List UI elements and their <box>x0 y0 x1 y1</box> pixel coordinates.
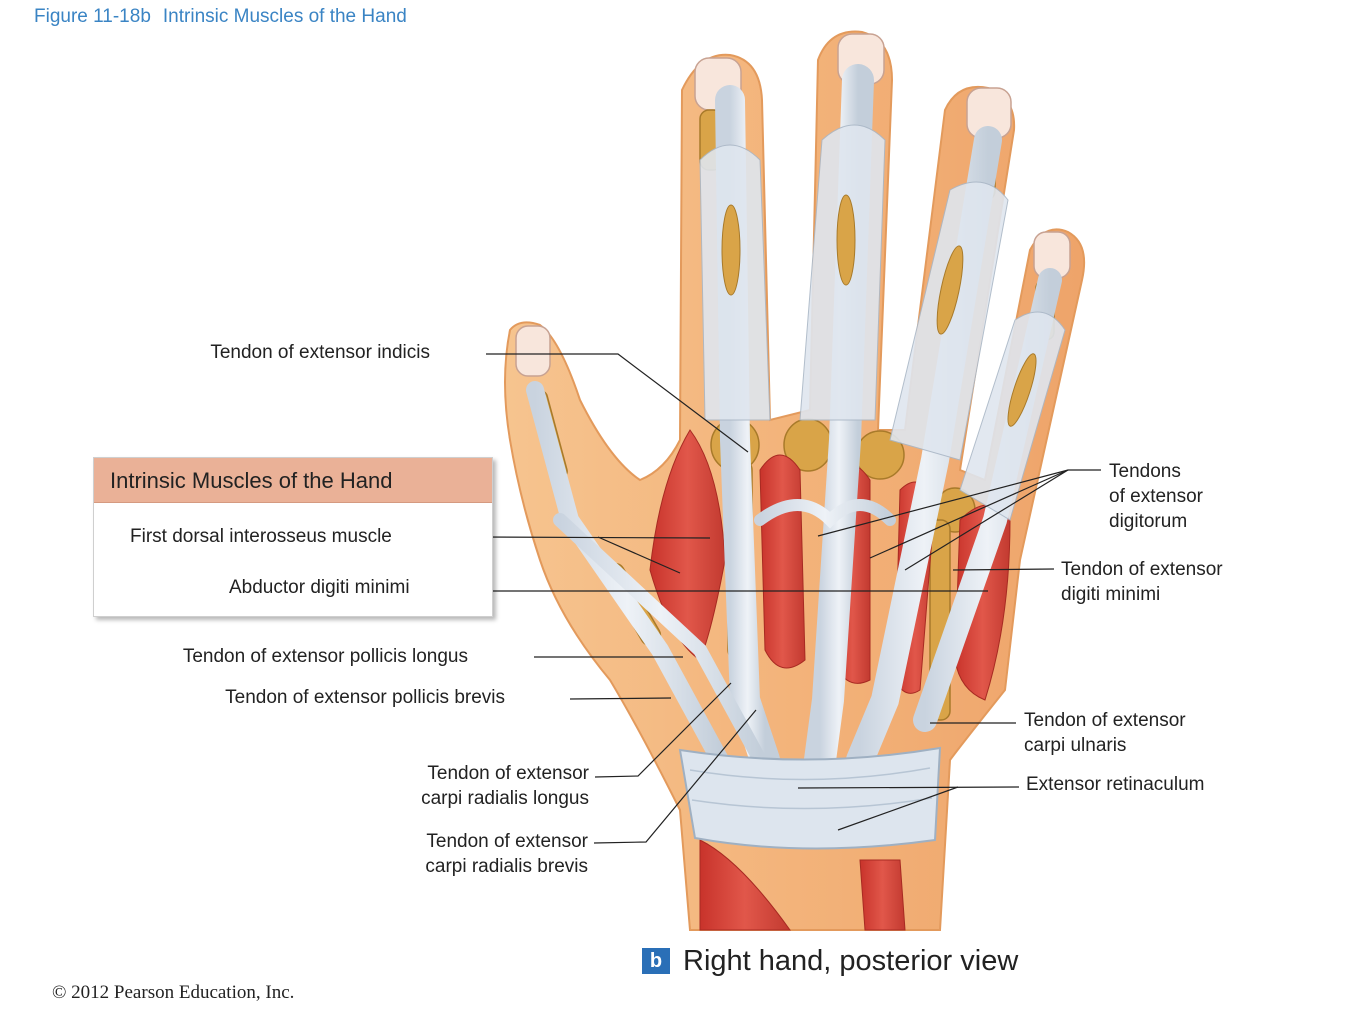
label-tendon-carpi-radialis-longus: Tendon of extensor carpi radialis longus <box>360 761 589 811</box>
extensor-retinaculum-band <box>678 746 942 850</box>
label-first-dorsal-interosseus: First dorsal interosseus muscle <box>130 526 392 547</box>
label-line: Tendon of extensor <box>1061 559 1223 580</box>
label-line: carpi radialis brevis <box>425 856 588 877</box>
leader-lines <box>480 353 1101 844</box>
panel-badge: b <box>642 948 670 974</box>
label-tendon-extensor-pollicis-longus: Tendon of extensor pollicis longus <box>182 646 468 667</box>
figure-title-text: Intrinsic Muscles of the Hand <box>162 6 407 27</box>
figure-caption: b Right hand, posterior view <box>642 944 1018 978</box>
tendon-hood-openings <box>721 194 1037 427</box>
label-line: Tendon of extensor <box>1024 710 1186 731</box>
intrinsic-muscles-box: Intrinsic Muscles of the Hand First dors… <box>93 457 493 617</box>
label-line: Tendon of extensor <box>427 763 589 784</box>
figure-number: Figure 11-18b <box>34 6 151 27</box>
label-line: carpi radialis longus <box>421 788 589 809</box>
label-line: Tendon of extensor <box>426 831 588 852</box>
label-tendon-extensor-carpi-ulnaris: Tendon of extensor carpi ulnaris <box>1024 708 1186 758</box>
box-title: Intrinsic Muscles of the Hand <box>94 458 492 503</box>
label-line: carpi ulnaris <box>1024 735 1127 756</box>
label-line: digiti minimi <box>1061 584 1161 605</box>
label-extensor-retinaculum: Extensor retinaculum <box>1026 774 1205 795</box>
label-line: of extensor <box>1109 486 1203 507</box>
label-abductor-digiti-minimi: Abductor digiti minimi <box>229 577 410 598</box>
label-tendons-extensor-digitorum: Tendons of extensor digitorum <box>1109 459 1203 534</box>
label-line: Tendons <box>1109 461 1181 482</box>
copyright-notice: © 2012 Pearson Education, Inc. <box>52 982 295 1003</box>
label-tendon-carpi-radialis-brevis: Tendon of extensor carpi radialis brevis <box>360 829 588 879</box>
label-tendon-extensor-pollicis-brevis: Tendon of extensor pollicis brevis <box>225 687 505 708</box>
label-line: digitorum <box>1109 511 1188 532</box>
figure-title: Figure 11-18b Intrinsic Muscles of the Ha… <box>34 6 407 28</box>
label-tendon-extensor-indicis: Tendon of extensor indicis <box>210 342 430 363</box>
caption-text: Right hand, posterior view <box>683 944 1019 977</box>
label-tendon-extensor-digiti-minimi: Tendon of extensor digiti minimi <box>1061 557 1223 607</box>
